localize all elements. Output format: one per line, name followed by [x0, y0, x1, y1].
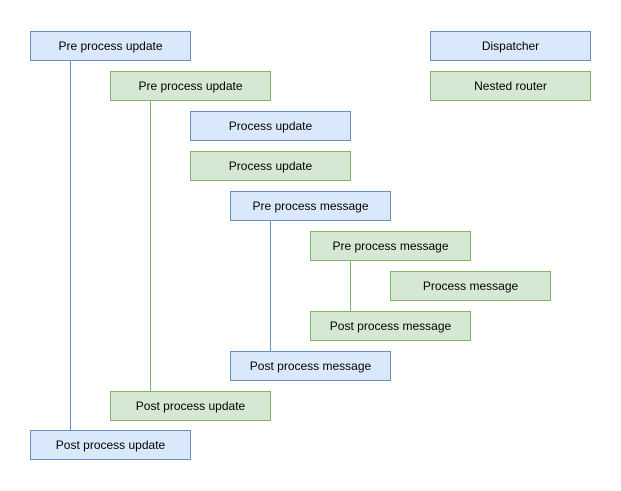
node-post-process-message: Post process message	[230, 351, 391, 381]
node-post-process-update: Post process update	[30, 430, 191, 460]
node-process-message: Process message	[390, 271, 551, 301]
node-label: Process update	[228, 159, 313, 173]
node-pre-process-update: Pre process update	[110, 71, 271, 101]
node-pre-process-message: Pre process message	[230, 191, 391, 221]
node-post-process-update: Post process update	[110, 391, 271, 421]
node-label: Pre process update	[58, 39, 163, 53]
connector-line-pre-to-post-process-update-inner	[150, 101, 151, 391]
node-pre-process-update: Pre process update	[30, 31, 191, 61]
node-label: Post process message	[249, 359, 372, 373]
node-nested-router: Nested router	[430, 71, 591, 101]
node-label: Pre process message	[252, 199, 369, 213]
node-label: Pre process message	[332, 239, 449, 253]
node-label: Post process update	[55, 438, 166, 452]
node-process-update: Process update	[190, 111, 351, 141]
node-label: Pre process update	[138, 79, 243, 93]
connector-line-pre-to-post-process-message-inner	[350, 261, 351, 311]
node-label: Process message	[422, 279, 519, 293]
node-label: Dispatcher	[481, 39, 540, 53]
node-label: Process update	[228, 119, 313, 133]
connector-line-pre-to-post-process-update-outer	[70, 61, 71, 430]
node-label: Post process update	[135, 399, 246, 413]
connector-line-pre-to-post-process-message-outer	[270, 221, 271, 351]
node-process-update: Process update	[190, 151, 351, 181]
node-post-process-message: Post process message	[310, 311, 471, 341]
node-pre-process-message: Pre process message	[310, 231, 471, 261]
node-label: Nested router	[474, 79, 547, 93]
node-dispatcher: Dispatcher	[430, 31, 591, 61]
node-label: Post process message	[329, 319, 452, 333]
